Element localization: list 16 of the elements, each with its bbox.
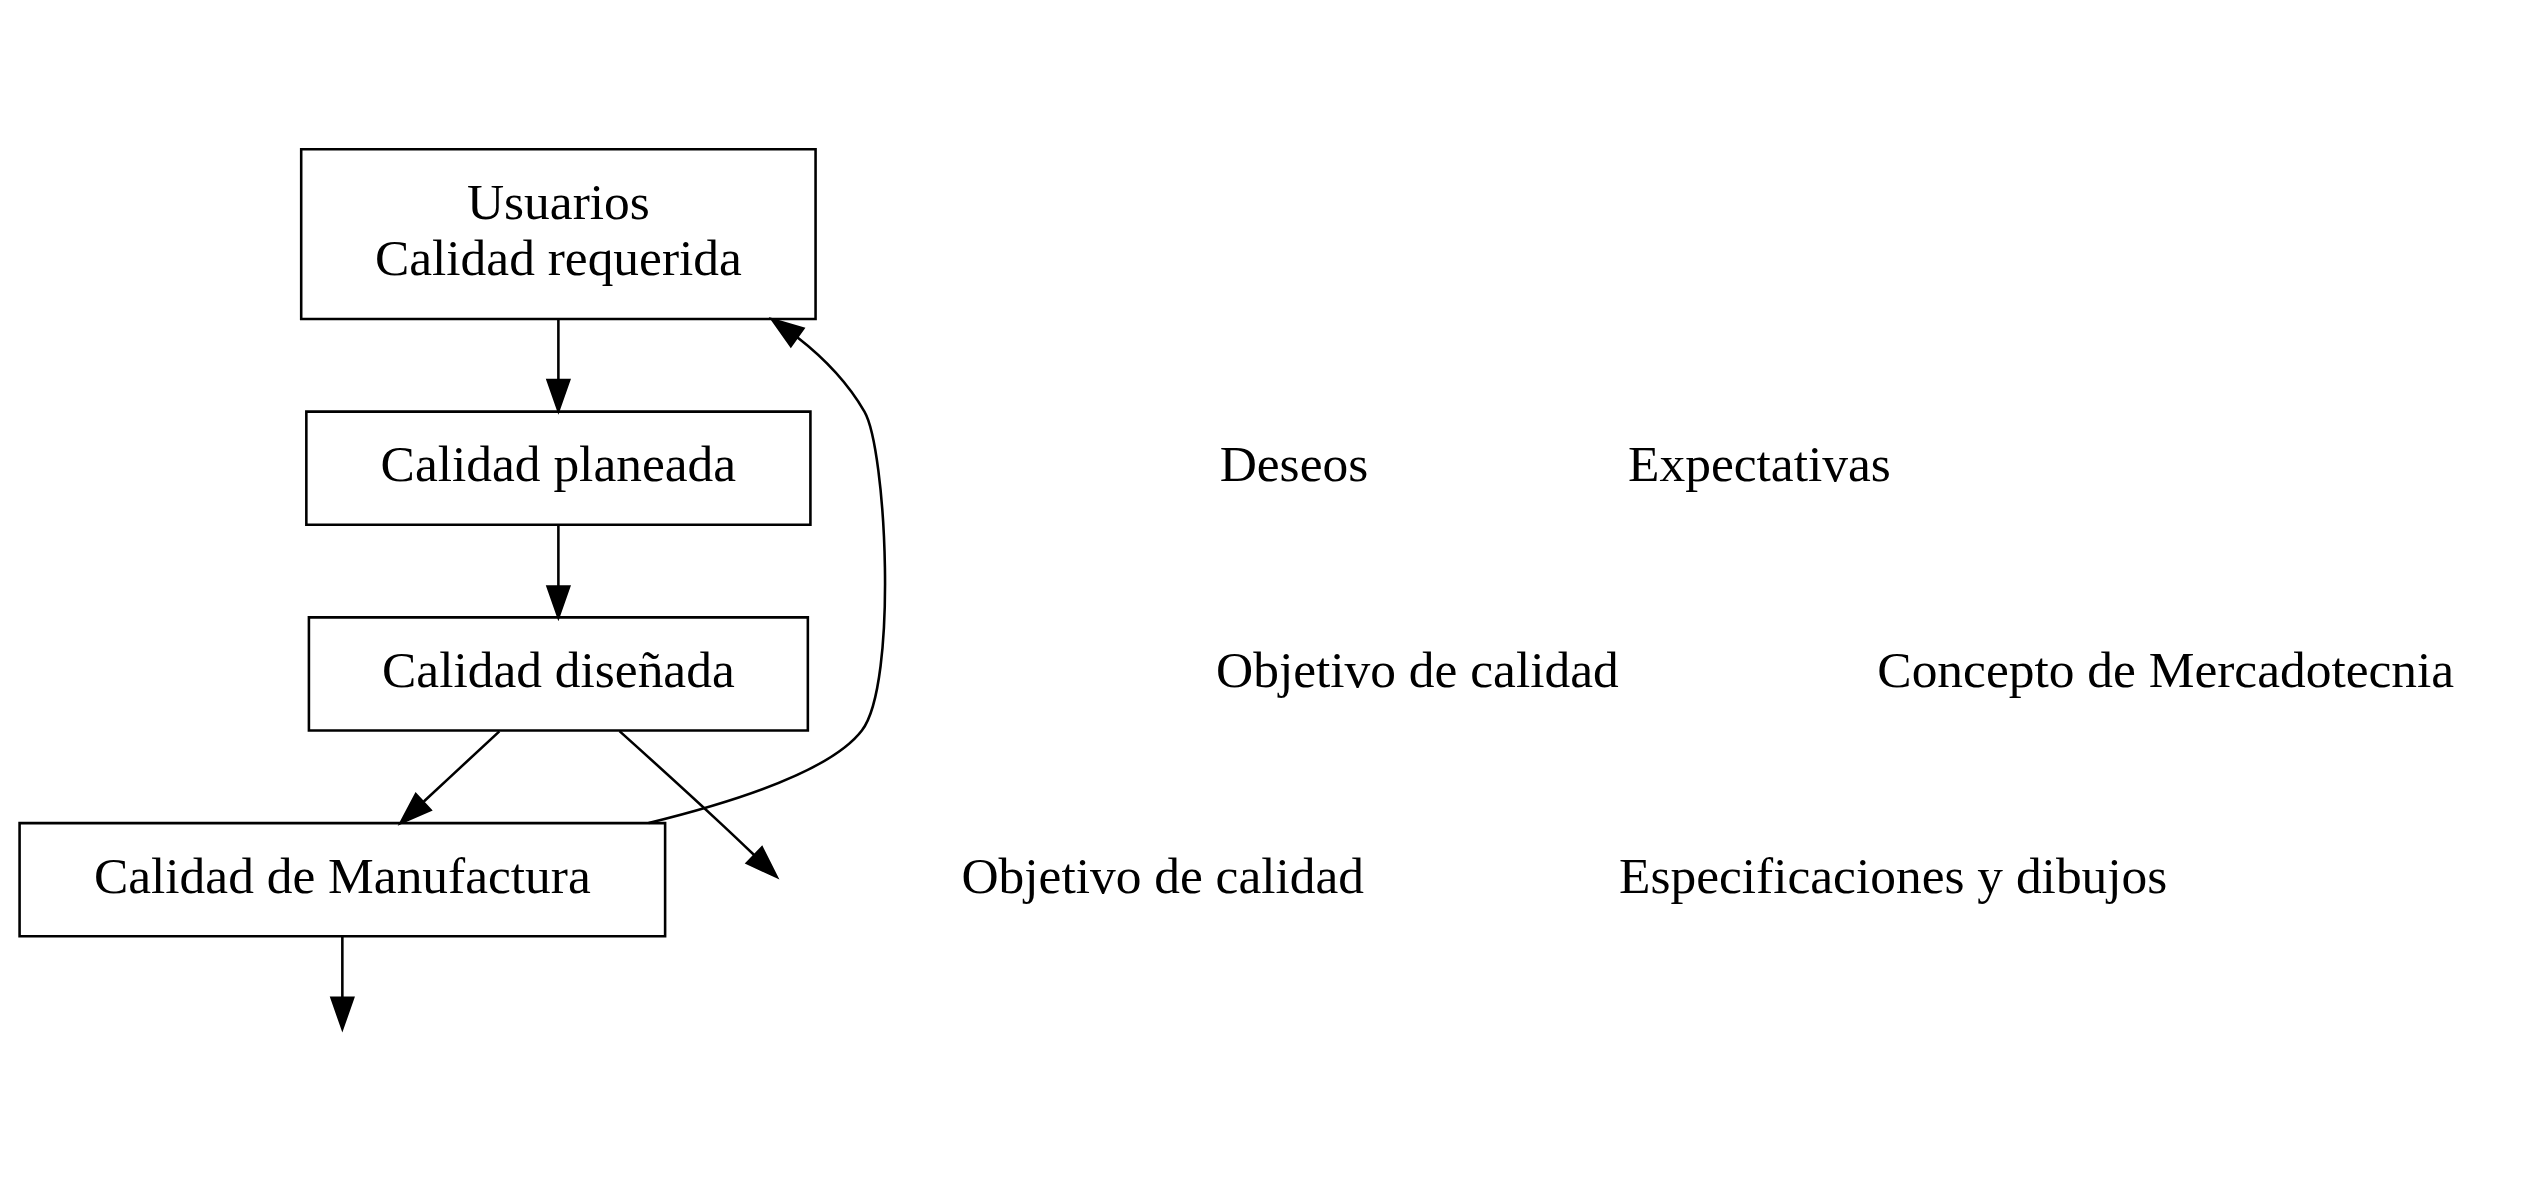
arrow — [648, 316, 887, 824]
label: Expectativas — [1628, 434, 1891, 492]
arrow — [397, 729, 501, 826]
arrow — [545, 525, 571, 621]
arrow — [329, 936, 355, 1033]
node-box: Calidad de Manufactura — [18, 821, 667, 938]
label: Concepto de Mercadotecnia — [1877, 640, 2455, 698]
label: Deseos — [1219, 434, 1369, 492]
arrow — [545, 318, 571, 415]
node-box: Calidad planeada — [305, 409, 812, 526]
label: Objetivo de calidad — [961, 846, 1365, 904]
node-box: Usuarios Calidad requerida — [299, 147, 817, 320]
label: Especificaciones y dibujos — [1619, 846, 2168, 904]
node-box: Calidad diseñada — [307, 615, 810, 732]
arrow — [618, 729, 780, 879]
label: Objetivo de calidad — [1216, 640, 1619, 698]
